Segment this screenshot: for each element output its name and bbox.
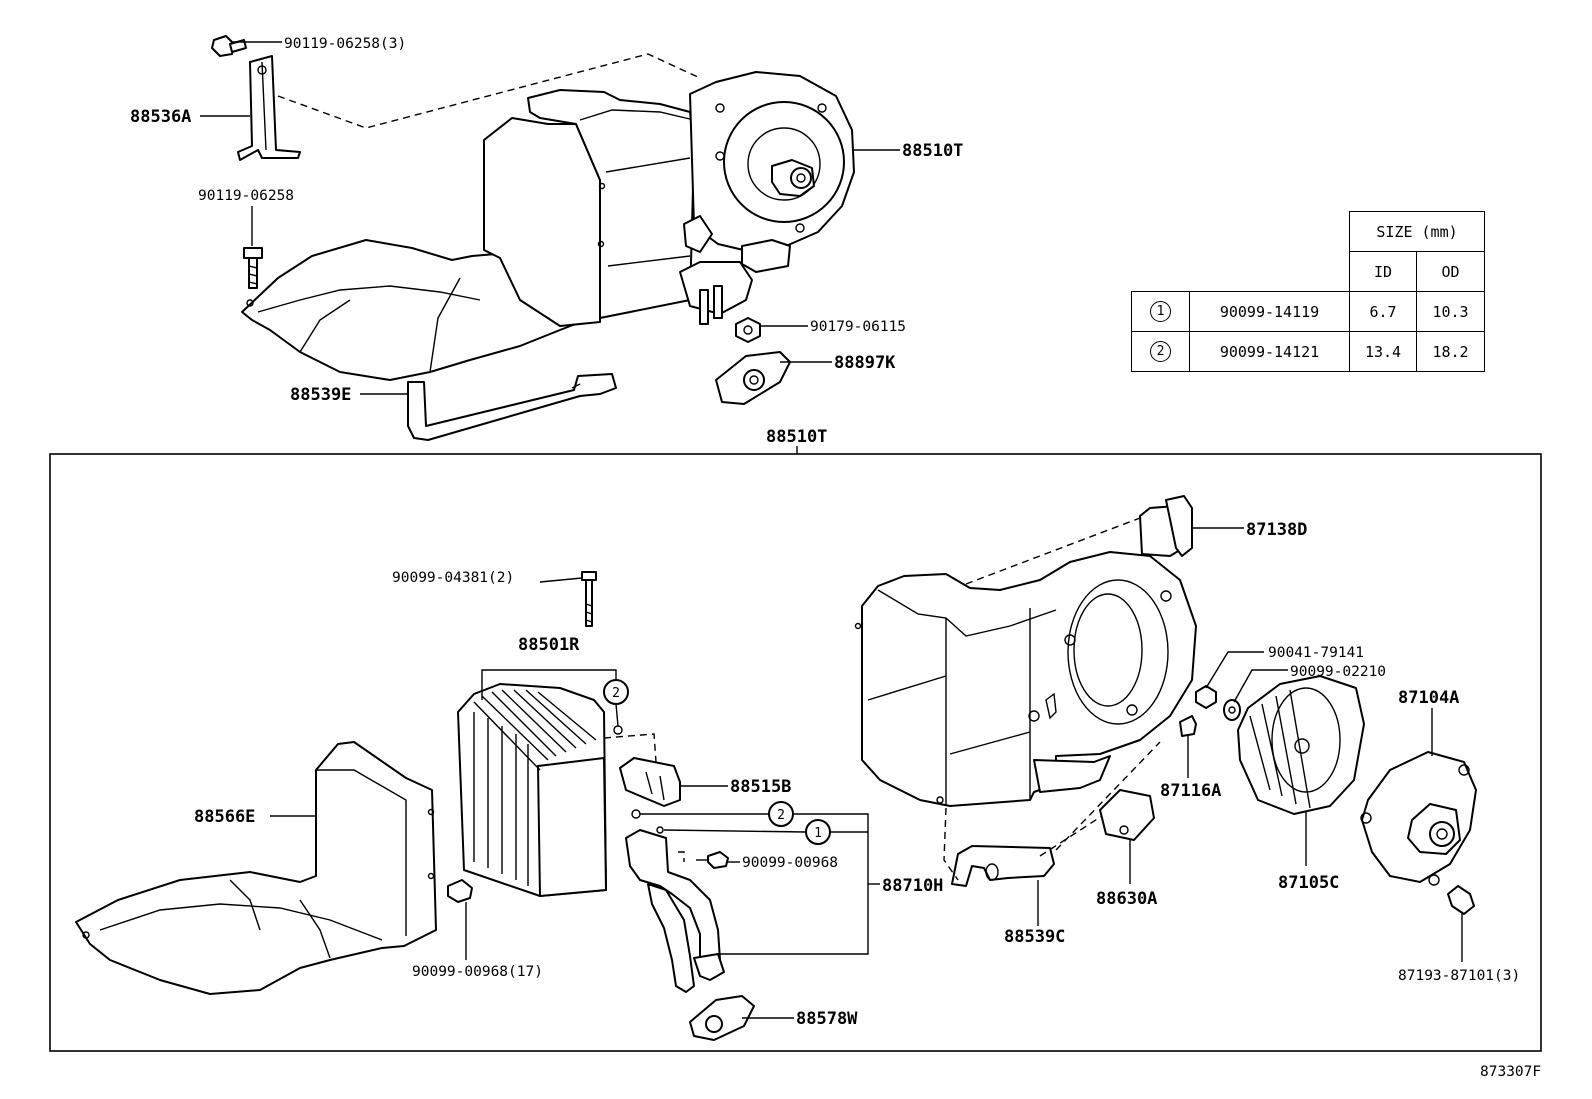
label-90119-06258-3: 90119-06258(3) <box>284 36 406 52</box>
nut-90179-06115 <box>735 317 761 343</box>
size-table: SIZE (mm) ID OD 1 90099-14119 6.7 10.3 2… <box>1131 211 1485 372</box>
row-mark: 2 <box>1150 341 1171 362</box>
label-90099-00968-17: 90099-00968(17) <box>412 964 543 980</box>
label-88539E: 88539E <box>290 385 351 405</box>
duct-88566E <box>75 741 437 995</box>
case-bottom-dash <box>943 807 959 881</box>
table-row: 2 90099-14121 13.4 18.2 <box>1131 331 1485 372</box>
expansion-valve-88515B <box>619 757 681 807</box>
size-table-header-row: SIZE (mm) <box>1132 211 1485 252</box>
nut-90041-79141 <box>1195 685 1217 709</box>
resistor-87116A <box>1179 715 1197 737</box>
svg-text:2: 2 <box>777 808 785 823</box>
blower-fan-87105C <box>1237 675 1365 815</box>
row-part-number: 90099-14121 <box>1189 331 1350 372</box>
screw-87193-87101 <box>1447 885 1475 962</box>
size-table-subheader-row: ID OD <box>1132 251 1485 292</box>
o-ring-1-mid <box>656 826 664 834</box>
label-88897K: 88897K <box>834 353 896 373</box>
row-od: 18.2 <box>1416 331 1485 372</box>
svg-text:1: 1 <box>814 826 822 841</box>
col-id-header: ID <box>1349 251 1417 292</box>
label-88630A: 88630A <box>1096 889 1157 909</box>
relay-dash <box>1039 815 1103 857</box>
bolt-90099-04381 <box>581 571 597 627</box>
row-part-number: 90099-14119 <box>1189 291 1350 332</box>
blower-motor-87104A <box>1360 751 1477 886</box>
pipe-screw-dash <box>678 851 685 862</box>
seal-88897K <box>715 351 791 405</box>
figure-code: 873307F <box>1480 1064 1541 1080</box>
o-ring-2-mid <box>631 809 641 819</box>
drain-hose-88539E <box>407 373 617 441</box>
bolt-90119-06258 <box>243 247 263 289</box>
table-row: 1 90099-14119 6.7 10.3 <box>1131 291 1485 332</box>
screw-90099-00968-17 <box>447 879 473 960</box>
upper-expansion-valve <box>679 215 791 325</box>
callout-circle-1-mid: 1 <box>805 819 831 845</box>
label-87116A: 87116A <box>1160 781 1221 801</box>
row-mark: 1 <box>1150 301 1171 322</box>
col-od-header: OD <box>1416 251 1485 292</box>
label-90179-06115: 90179-06115 <box>810 319 906 335</box>
relay-88630A <box>1099 789 1155 841</box>
label-88501R: 88501R <box>518 635 580 655</box>
label-90099-02210: 90099-02210 <box>1290 664 1386 680</box>
label-87193-87101-3: 87193-87101(3) <box>1398 968 1520 984</box>
row-od: 10.3 <box>1416 291 1485 332</box>
size-header: SIZE (mm) <box>1349 211 1485 252</box>
bracket-alignment-dash <box>277 53 701 129</box>
label-88578W: 88578W <box>796 1009 858 1029</box>
upper-blower-housing <box>689 71 855 253</box>
bracket-88536A <box>237 55 301 161</box>
label-90099-00968: 90099-00968 <box>742 855 838 871</box>
label-88539C: 88539C <box>1004 927 1065 947</box>
label-90119-06258: 90119-06258 <box>198 188 294 204</box>
upper-evaporator-housing <box>483 89 695 327</box>
row-id: 13.4 <box>1349 331 1417 372</box>
lower-assembly-frame <box>49 453 1542 1052</box>
label-88710H: 88710H <box>882 876 943 896</box>
row-id: 6.7 <box>1349 291 1417 332</box>
label-87105C: 87105C <box>1278 873 1339 893</box>
evaporator-pipe-dash <box>603 733 657 763</box>
o-ring-2-top <box>613 725 623 735</box>
bolt-90119-06258-3 <box>211 35 247 57</box>
seal-88578W <box>689 995 755 1041</box>
screw-90099-00968 <box>696 851 729 869</box>
evaporator-88501R <box>457 683 607 897</box>
upper-assembly: 90119-06258(3) 88536A 90119-06258 88510T… <box>130 35 963 441</box>
label-88510T-top: 88510T <box>902 141 963 161</box>
lower-assembly: 88510T <box>49 427 1542 1052</box>
label-87104A: 87104A <box>1398 688 1459 708</box>
callout-circle-2-top: 2 <box>603 679 629 705</box>
label-90099-04381-2: 90099-04381(2) <box>392 570 514 586</box>
label-88510T-frame: 88510T <box>766 427 827 447</box>
callout-circle-2-mid: 2 <box>768 801 794 827</box>
label-88566E: 88566E <box>194 807 255 827</box>
washer-90099-02210 <box>1223 699 1241 721</box>
label-88515B: 88515B <box>730 777 791 797</box>
servo-87138D <box>1139 495 1244 557</box>
label-87138D: 87138D <box>1246 520 1307 540</box>
svg-text:2: 2 <box>612 686 620 701</box>
blower-case <box>854 551 1197 807</box>
label-90041-79141: 90041-79141 <box>1268 645 1364 661</box>
hose-dash <box>1055 741 1161 851</box>
label-88536A: 88536A <box>130 107 191 127</box>
drain-hose-88539C <box>951 845 1055 887</box>
pipe-88710H <box>625 829 725 993</box>
